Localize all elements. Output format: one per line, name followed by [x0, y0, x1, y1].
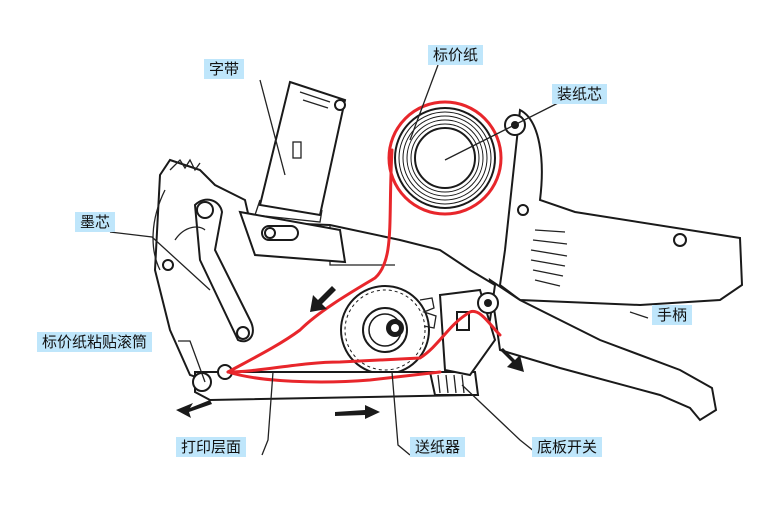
bottom-switch-lever — [438, 288, 499, 377]
handle-body — [488, 108, 744, 422]
paper-path-lower — [226, 370, 442, 384]
direction-arrows — [176, 286, 524, 419]
label-ink-core: 墨芯 — [75, 212, 116, 232]
label-roller: 标价纸粘贴滚筒 — [37, 332, 153, 352]
label-paper-roll — [387, 100, 503, 216]
ink-core-arm — [162, 198, 254, 343]
feeder-wheel — [340, 285, 437, 375]
spring — [530, 229, 568, 287]
print-head-plate — [238, 210, 347, 264]
label-core: 装纸芯 — [552, 84, 608, 104]
paper-path — [226, 148, 502, 374]
ribbon-cassette — [254, 80, 347, 223]
label-bottom-switch: 底板开关 — [532, 437, 603, 457]
label-feeder: 送纸器 — [410, 437, 466, 457]
leader-lines — [109, 64, 649, 456]
label-handle: 手柄 — [652, 305, 693, 325]
label-ribbon: 字带 — [204, 59, 245, 79]
label-label-paper: 标价纸 — [428, 45, 484, 65]
label-print-surface: 打印层面 — [176, 437, 247, 457]
